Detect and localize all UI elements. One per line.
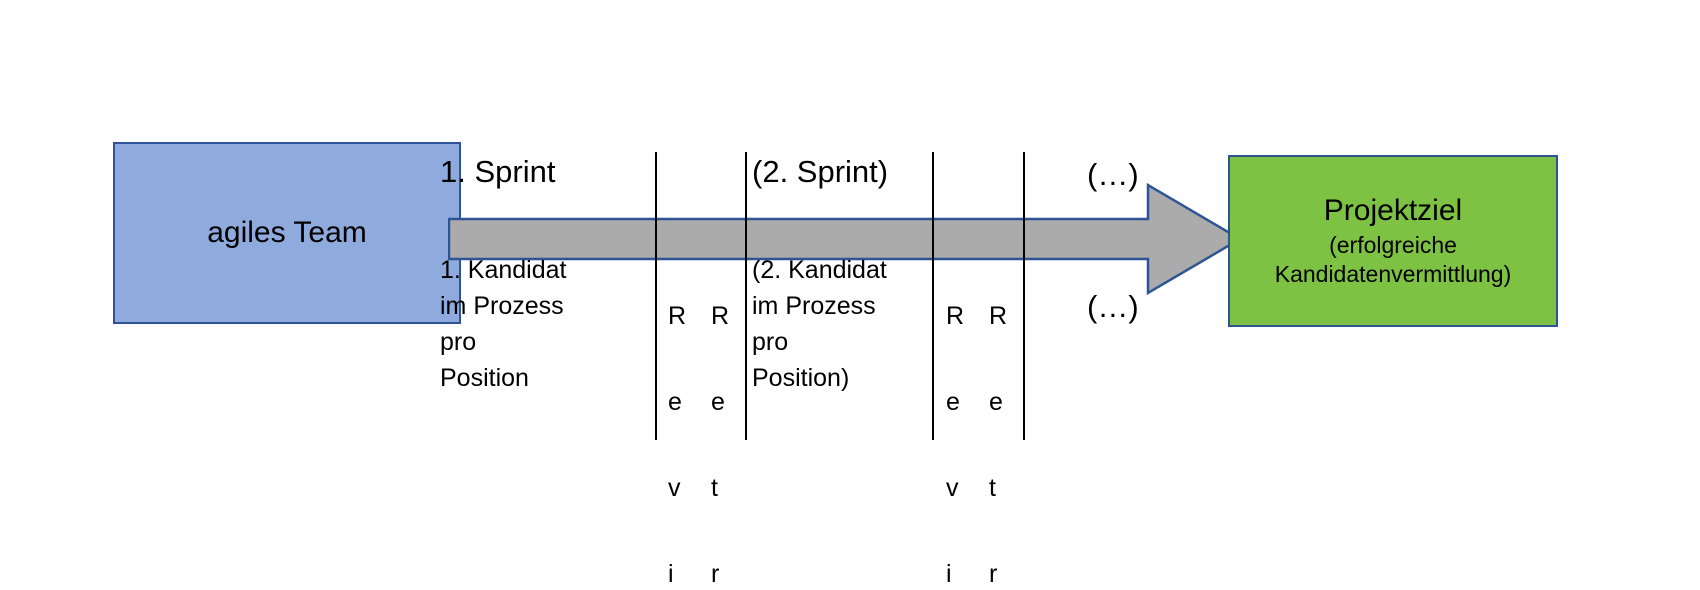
retro-1-char-4: r	[711, 560, 720, 588]
goal-box-title: Projektziel	[1323, 194, 1463, 228]
review-1-char-3: v	[668, 474, 681, 502]
retro-1-label: R e t r o	[711, 252, 737, 590]
review-2-char-1: R	[946, 302, 965, 330]
review-2-char-4: i	[946, 560, 952, 588]
divider-line-3	[932, 152, 934, 440]
review-2-char-2: e	[946, 388, 960, 416]
retro-2-label: R e t r o	[989, 252, 1015, 590]
retro-2-char-2: e	[989, 388, 1003, 416]
divider-line-2	[745, 152, 747, 440]
team-box[interactable]: agiles Team	[113, 142, 461, 324]
review-1-char-1: R	[668, 302, 687, 330]
review-2-label: R e v i e w	[946, 252, 972, 590]
goal-box-subtitle: (erfolgreiche Kandidatenvermittlung)	[1274, 232, 1512, 287]
sprint-2-bottom-label: (2. Kandidat im Prozess pro Position)	[752, 256, 887, 392]
retro-2-char-3: t	[989, 474, 996, 502]
continuation-top-label: (…)	[1087, 157, 1139, 192]
process-arrow[interactable]	[447, 181, 1243, 297]
continuation-bottom-label: (…)	[1087, 289, 1139, 324]
retro-2-char-4: r	[989, 560, 998, 588]
review-1-char-2: e	[668, 388, 682, 416]
retro-1-char-3: t	[711, 474, 718, 502]
review-2-char-3: v	[946, 474, 959, 502]
sprint-2-top-label: (2. Sprint)	[752, 154, 889, 189]
team-box-label: agiles Team	[207, 215, 367, 249]
sprint-1-bottom-label: 1. Kandidat im Prozess pro Position	[440, 256, 567, 392]
review-1-char-4: i	[668, 560, 674, 588]
retro-1-char-2: e	[711, 388, 725, 416]
retro-1-char-1: R	[711, 302, 730, 330]
goal-box[interactable]: Projektziel (erfolgreiche Kandidatenverm…	[1228, 155, 1558, 327]
divider-line-1	[655, 152, 657, 440]
right-arrow-icon	[447, 182, 1243, 296]
sprint-1-top-label: 1. Sprint	[440, 154, 556, 189]
divider-line-4	[1023, 152, 1025, 440]
review-1-label: R e v i e w	[668, 252, 694, 590]
retro-2-char-1: R	[989, 302, 1008, 330]
